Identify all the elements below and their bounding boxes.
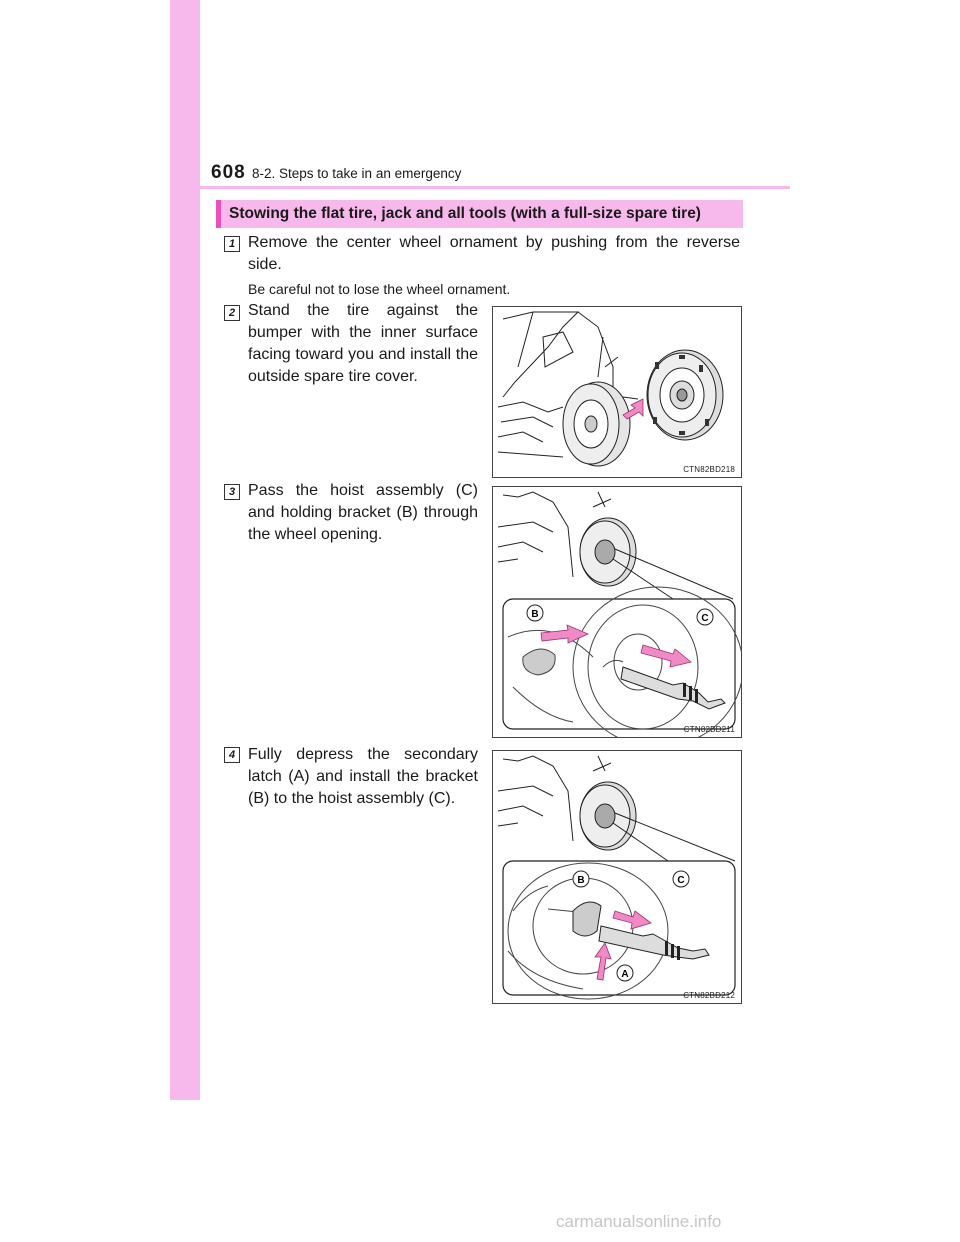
figure-code: CTN82BD211 (683, 725, 735, 734)
figure-hoist-through-wheel: B C CTN82BD211 (492, 486, 742, 738)
callout-b: B (577, 875, 584, 886)
step-2-number: 2 (224, 305, 240, 321)
step-2-text: Stand the tire against the bumper with t… (248, 302, 478, 385)
step-1-number: 1 (224, 236, 240, 252)
callout-c: C (677, 875, 684, 886)
header-rule (170, 186, 790, 189)
watermark: carmanualsonline.info (556, 1212, 722, 1231)
section-title: 8-2. Steps to take in an emergency (252, 166, 462, 181)
step-3-number: 3 (224, 484, 240, 500)
callout-c: C (701, 613, 708, 624)
side-tab-bar (170, 0, 200, 1100)
step-4-number: 4 (224, 747, 240, 763)
callout-a: A (621, 969, 628, 980)
figure-bracket-install: B C A CTN82BD212 (492, 750, 742, 1004)
figure-code: CTN82BD218 (683, 465, 735, 474)
figure-spare-tire-cover: CTN82BD218 (492, 306, 742, 478)
step-4-text: Fully depress the secondary latch (A) an… (248, 746, 478, 807)
step-1-text: Remove the center wheel ornament by push… (248, 234, 740, 273)
step-1-note: Be careful not to lose the wheel ornamen… (248, 281, 511, 297)
callout-b: B (531, 609, 538, 620)
step-3-text: Pass the hoist assembly (C) and holding … (248, 482, 478, 543)
page-number: 608 (211, 162, 246, 183)
figure-code: CTN82BD212 (683, 991, 735, 1000)
procedure-heading: Stowing the flat tire, jack and all tool… (216, 200, 743, 228)
